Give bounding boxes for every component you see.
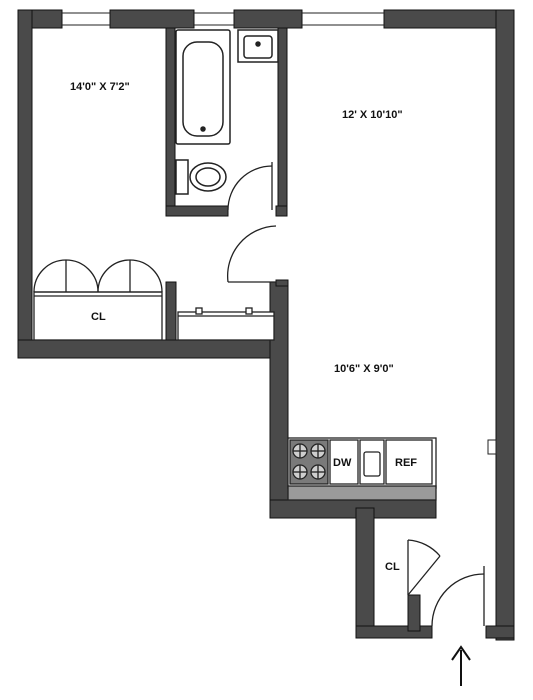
kitchen-bottom-wall [269,499,437,519]
bath-bottom-wall-right [275,205,288,217]
bathroom-fixtures [175,29,279,195]
wall-notch [487,439,497,455]
bathtub-icon [175,29,231,145]
entry-closet-label: CL [385,561,400,573]
hall-wall-stub-right [275,279,289,287]
entry-closet-left-wall [355,507,375,637]
bedroom-closet-label: CL [91,311,106,323]
bathroom-door-icon [227,162,273,211]
right-wall-foot [485,625,515,639]
entry-closet-right-wall [407,594,421,632]
entry-closet-bottom-wall [355,625,433,639]
top-wall-mid-1 [109,9,195,29]
bath-bottom-wall-left [165,205,229,217]
right-wall [495,9,515,641]
windows [62,12,384,26]
entrance-door-icon [431,566,485,627]
hall-closet [177,307,275,341]
left-wall [17,9,33,359]
dishwasher [329,439,359,485]
bath-right-wall [277,27,288,217]
refrigerator [385,439,433,485]
dining-area-dimensions: 10'6" X 9'0" [334,363,394,375]
entry-closet-door-icon [407,539,441,596]
bedroom-bottom-wall [17,339,289,359]
dishwasher-label: DW [333,457,352,469]
living-room-dimensions: 12' X 10'10" [342,109,403,121]
sink-icon [237,29,279,63]
stove-icon [289,439,329,485]
hall-door-icon [226,225,277,283]
bedroom-dimensions: 14'0" X 7'2" [70,81,130,93]
bath-left-wall [165,27,176,217]
refrigerator-label: REF [395,457,417,469]
kitchen [287,437,437,501]
top-wall-right [383,9,515,29]
walls [17,9,515,641]
hall-wall-stub-left [165,281,177,341]
closet-bifold-door-icon [33,259,163,293]
kitchen-sink-icon [359,439,385,485]
bedroom-closet [33,259,163,341]
toilet-icon [175,159,227,195]
top-wall-mid-2 [233,9,303,29]
counter-edge [287,485,437,501]
up-arrow-icon [451,645,471,686]
